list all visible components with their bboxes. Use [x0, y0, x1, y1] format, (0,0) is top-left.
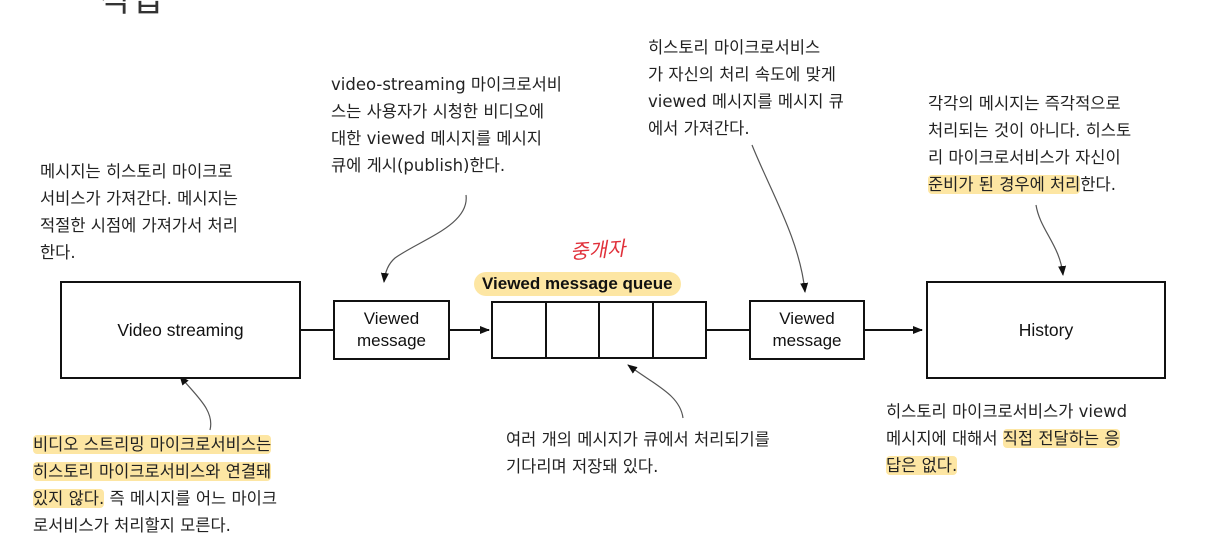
highlight-text: 직접 전달하는 응	[1002, 429, 1120, 448]
queue-slot	[493, 303, 547, 357]
decoupled-note-text: 즉 메시지를 어느 마이크	[104, 489, 277, 508]
history-box: History	[926, 281, 1166, 379]
highlight-text: 있지 않다.	[33, 489, 105, 508]
queue-slot	[547, 303, 600, 357]
history-note-line: 준비가 된 경우에 처리한다.	[928, 171, 1131, 198]
publish-note: video-streaming 마이크로서비 스는 사용자가 시청한 비디오에 …	[331, 75, 562, 175]
response-note-line: 메시지에 대해서 직접 전달하는 응	[886, 425, 1127, 452]
queue-slot	[600, 303, 654, 357]
leader-publish-note	[380, 194, 467, 283]
fetch-note: 히스토리 마이크로서비스 가 자신의 처리 속도에 맞게 viewed 메시지를…	[648, 38, 844, 138]
decoupled-note-line: 비디오 스트리밍 마이크로서비스는	[33, 431, 277, 458]
response-note-text: 메시지에 대해서	[886, 429, 1003, 448]
queue-note: 여러 개의 메시지가 큐에서 처리되기를 기다리며 저장돼 있다.	[506, 430, 770, 476]
decoupled-note-line: 있지 않다. 즉 메시지를 어느 마이크	[33, 485, 277, 512]
leader-decoupled-note	[179, 375, 212, 431]
decoupled-note-line: 히스토리 마이크로서비스와 연결돼	[33, 458, 277, 485]
message-queue	[491, 301, 707, 359]
viewed-message-right-box: Viewed message	[749, 300, 865, 360]
history-note-text: 한다.	[1080, 175, 1116, 194]
decoupled-note-line: 로서비스가 처리할지 모른다.	[33, 516, 231, 535]
leader-history-note	[1035, 204, 1067, 276]
consumer-note: 메시지는 히스토리 마이크로 서비스가 가져간다. 메시지는 적절한 시점에 가…	[40, 162, 238, 262]
highlight-text: 답은 없다.	[886, 456, 958, 475]
highlight-text: 히스토리 마이크로서비스와 연결돼	[33, 462, 272, 481]
handwritten-broker-label: 중개자	[569, 236, 627, 264]
history-note: 각각의 메시지는 즉각적으로 처리되는 것이 아니다. 히스토 리 마이크로서비…	[928, 90, 1131, 198]
viewed-message-label: Viewed message	[357, 309, 426, 350]
top-heading-fragment: 작업	[100, 0, 163, 20]
viewed-message-left-box: Viewed message	[333, 300, 450, 360]
leader-fetch-note	[751, 144, 809, 293]
response-note-line: 히스토리 마이크로서비스가 viewd	[886, 402, 1128, 421]
highlight-text: 비디오 스트리밍 마이크로서비스는	[33, 435, 272, 454]
queue-slot	[654, 303, 706, 357]
highlight-text: 준비가 된 경우에 처리	[928, 175, 1081, 194]
history-label: History	[1018, 319, 1074, 340]
viewed-message-label: Viewed message	[772, 309, 842, 350]
history-note-line: 리 마이크로서비스가 자신이	[928, 148, 1121, 167]
response-note: 히스토리 마이크로서비스가 viewd 메시지에 대해서 직접 전달하는 응 답…	[886, 398, 1127, 479]
response-note-line: 답은 없다.	[886, 452, 1127, 479]
video-streaming-box: Video streaming	[60, 281, 301, 379]
history-note-line: 각각의 메시지는 즉각적으로	[928, 94, 1121, 113]
video-streaming-label: Video streaming	[117, 319, 244, 340]
leader-queue-note	[627, 364, 684, 419]
decoupled-note: 비디오 스트리밍 마이크로서비스는 히스토리 마이크로서비스와 연결돼 있지 않…	[33, 431, 277, 539]
queue-title: Viewed message queue	[474, 272, 681, 296]
history-note-line: 처리되는 것이 아니다. 히스토	[928, 121, 1132, 140]
